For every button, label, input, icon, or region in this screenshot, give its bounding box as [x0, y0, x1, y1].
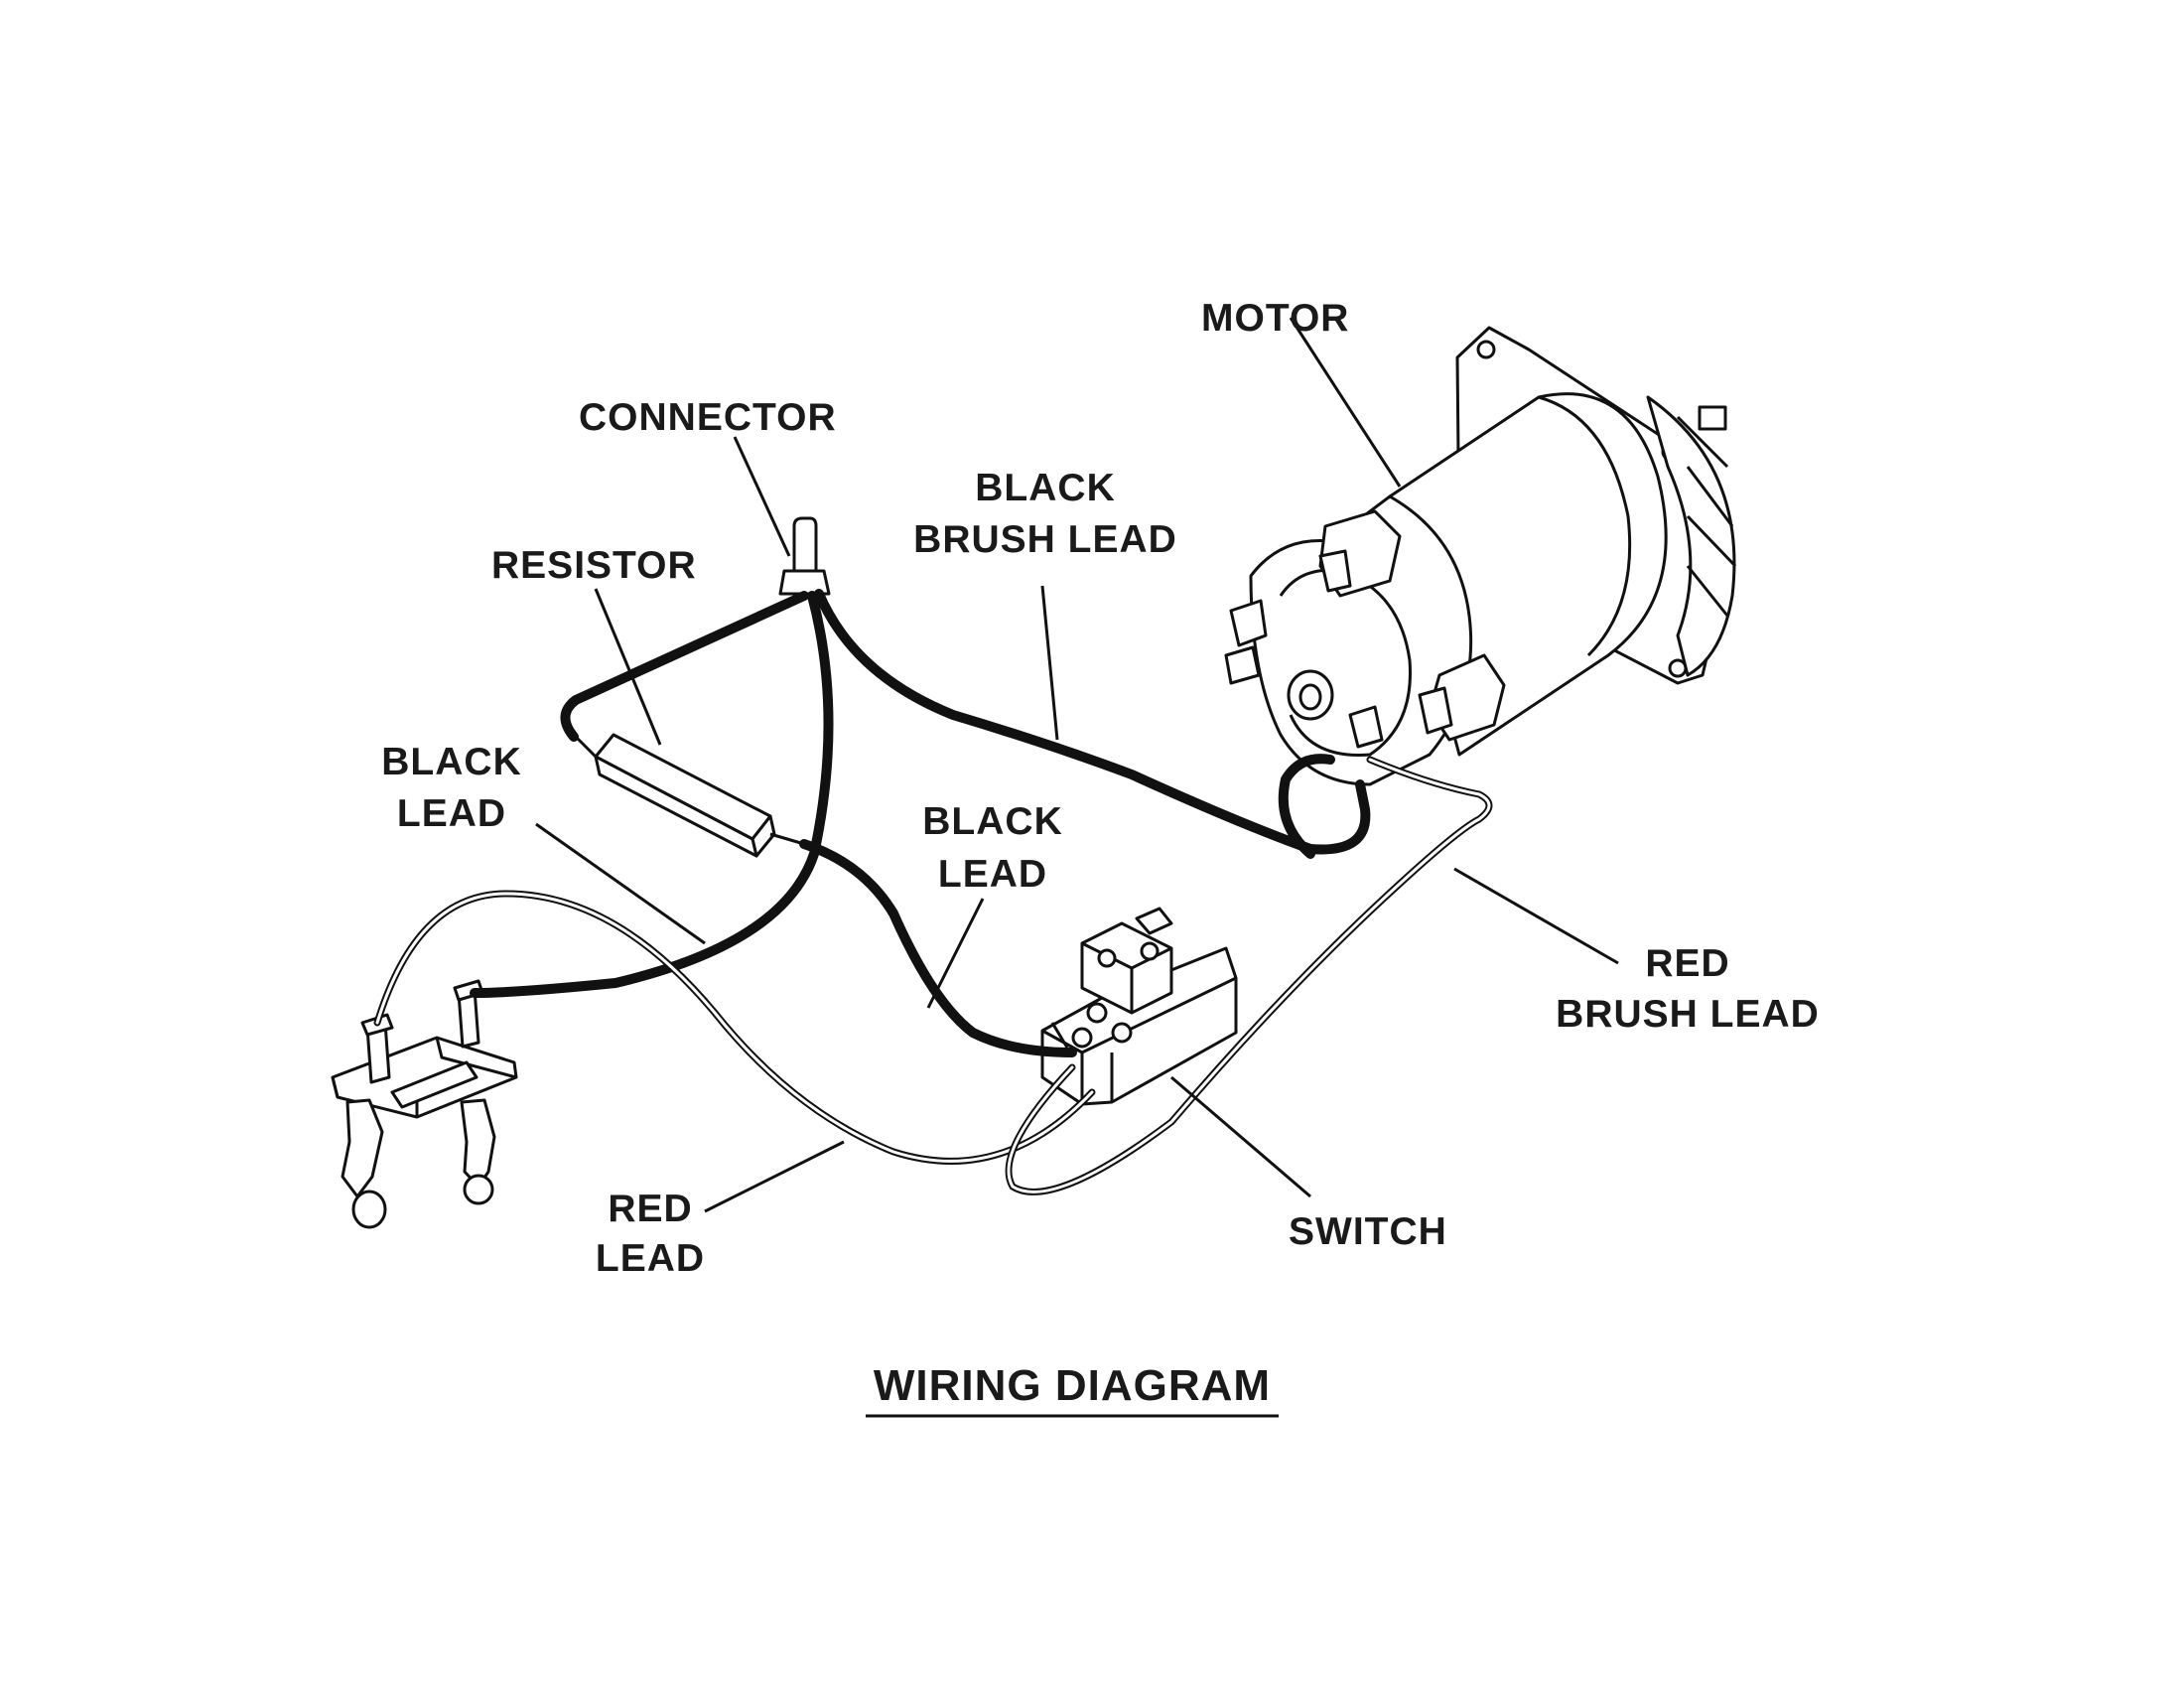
switch	[1040, 907, 1238, 1106]
labels: MOTOR CONNECTOR BLACK BRUSH LEAD RESISTO…	[381, 297, 1820, 1280]
diagram-title: WIRING DIAGRAM	[866, 1361, 1279, 1418]
label-red-lead-line1: RED	[608, 1188, 692, 1230]
title-text: WIRING DIAGRAM	[874, 1361, 1271, 1410]
label-red-brush-lead-line1: RED	[1645, 942, 1729, 985]
label-black-lead-mid-line1: BLACK	[922, 800, 1062, 843]
label-black-lead-left-line1: BLACK	[381, 741, 521, 783]
label-connector: CONNECTOR	[579, 396, 837, 439]
leader-motor	[1289, 317, 1402, 488]
label-switch: SWITCH	[1289, 1210, 1447, 1253]
leader-black-lead-mid	[926, 898, 985, 1009]
leader-switch	[1170, 1075, 1311, 1198]
red-wires	[373, 756, 1493, 1195]
label-red-lead-line2: LEAD	[596, 1237, 705, 1280]
leader-connector	[733, 436, 791, 557]
label-black-lead-mid-line2: LEAD	[938, 853, 1047, 896]
label-motor: MOTOR	[1201, 297, 1349, 340]
leader-black-brush-lead	[1040, 585, 1059, 741]
label-black-brush-lead-line1: BLACK	[975, 467, 1115, 509]
label-resistor: RESISTOR	[491, 544, 697, 587]
plug	[331, 979, 518, 1229]
leader-lines	[535, 317, 1619, 1213]
resistor	[574, 733, 805, 858]
leader-black-lead-left	[535, 822, 706, 945]
label-red-brush-lead-line2: BRUSH LEAD	[1556, 993, 1820, 1036]
motor	[1224, 326, 1737, 786]
leader-red-lead	[704, 1140, 845, 1213]
label-black-lead-left-line2: LEAD	[397, 792, 506, 835]
leader-red-brush-lead	[1453, 867, 1619, 965]
label-black-brush-lead-line2: BRUSH LEAD	[913, 518, 1177, 561]
connector	[778, 516, 831, 596]
leader-resistor	[594, 588, 662, 746]
black-wires	[470, 589, 1371, 1057]
